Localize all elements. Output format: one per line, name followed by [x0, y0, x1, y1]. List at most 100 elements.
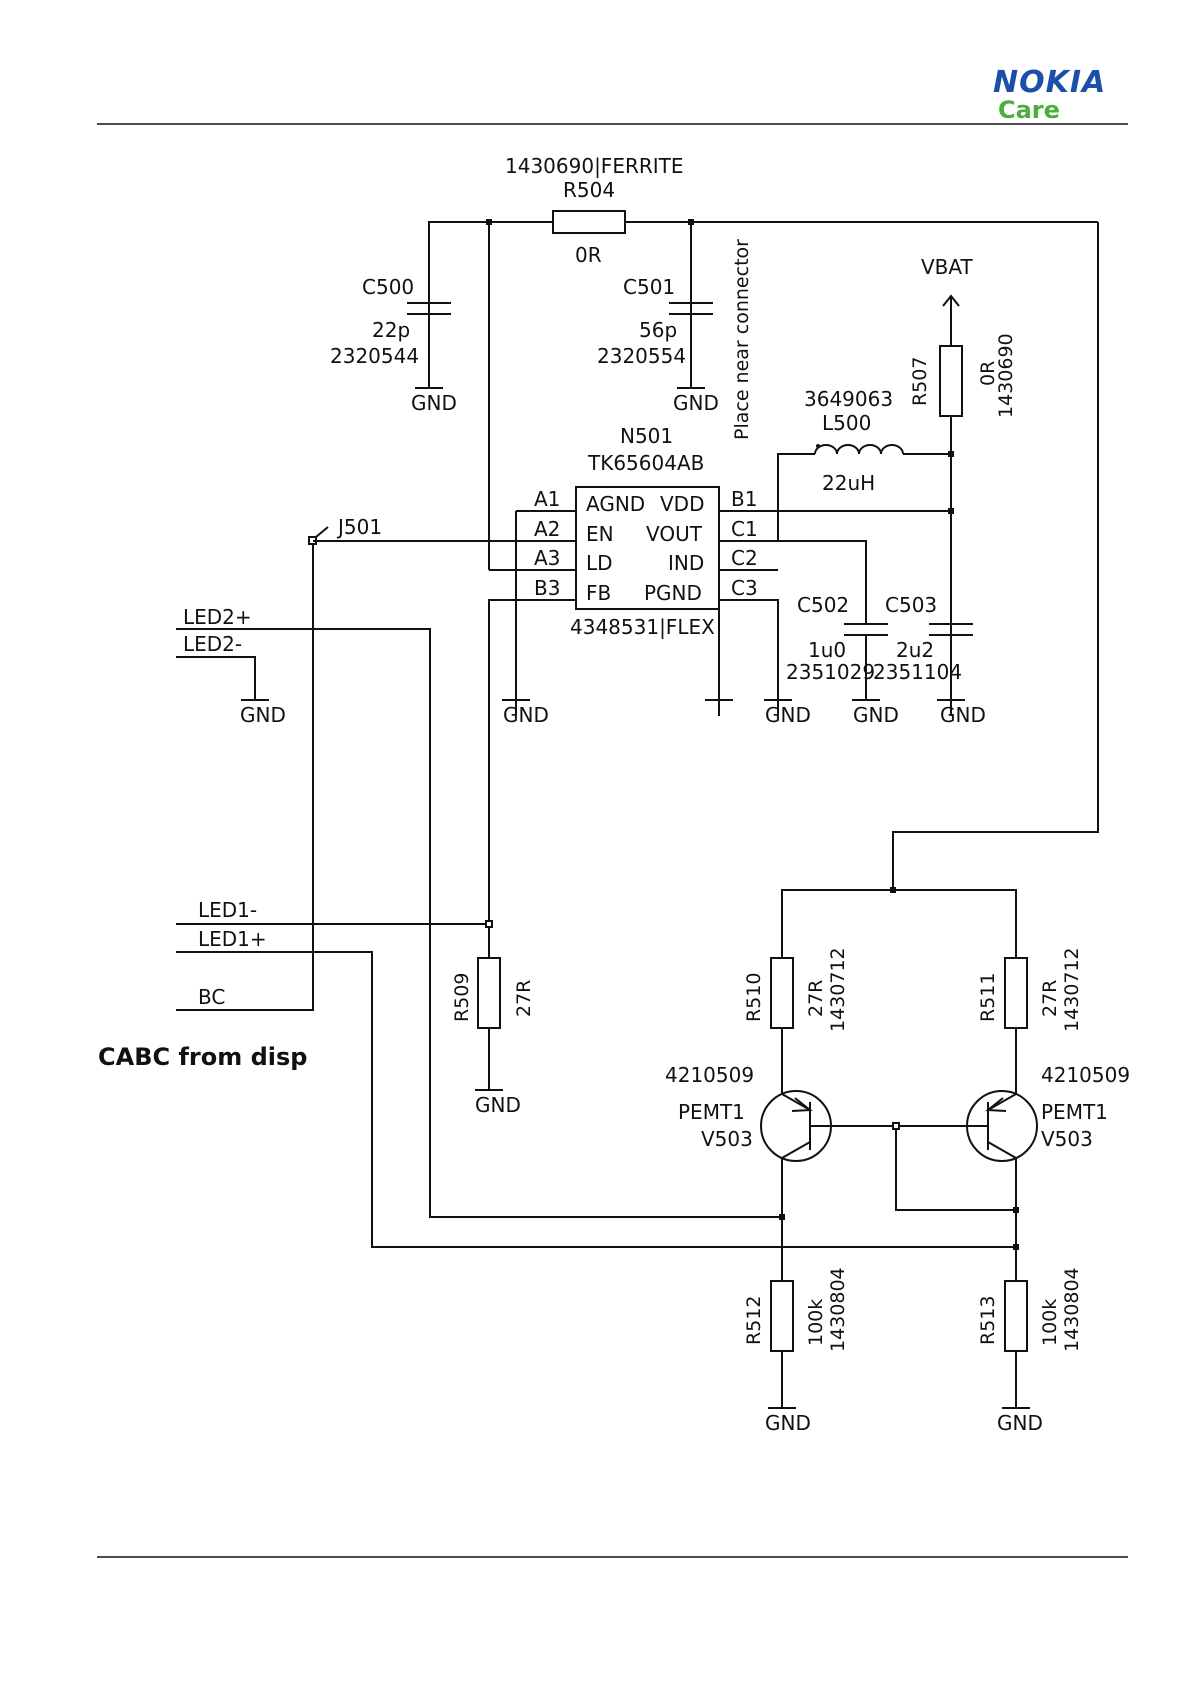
r512-value-label: 100k [805, 1299, 827, 1346]
pin-fb-name: FB [586, 581, 611, 605]
pin-vdd-name: VDD [660, 492, 704, 516]
junction-dots [485, 219, 1019, 1250]
r511-ref-label: R511 [977, 973, 999, 1022]
r507-part-label: 1430690 [995, 333, 1017, 418]
brand-logo: NOKIA [993, 65, 1106, 100]
n501-part-label: 4348531|FLEX [570, 615, 715, 639]
gnd-c503-label: GND [940, 703, 986, 727]
v503r-ref-label: V503 [1041, 1127, 1093, 1151]
capacitor-c502: C502 1u0 2351029 [786, 593, 888, 700]
r507-ref-label: R507 [909, 357, 931, 406]
r511-value-label: 27R [1039, 980, 1061, 1017]
v503r-part-label: 4210509 [1041, 1063, 1130, 1087]
pin-en-name: EN [586, 522, 614, 546]
pin-vout-name: VOUT [646, 522, 703, 546]
gnd-led2-label: GND [240, 703, 286, 727]
pin-a1-label: A1 [534, 487, 560, 511]
base-interconnect [831, 1122, 1016, 1211]
r512-part-label: 1430804 [827, 1267, 849, 1352]
resistor-r512: R512 100k 1430804 GND [743, 1267, 849, 1435]
inductor-l500: 3649063 L500 22uH [719, 387, 951, 542]
capacitor-c503: C503 2u2 2351104 [873, 593, 973, 700]
resistor-r511: R511 27R 1430712 [977, 947, 1083, 1094]
n501-ref-label: N501 [620, 424, 673, 448]
c502-ref-label: C502 [797, 593, 849, 617]
gnd-row: GND GND GND GND GND [240, 699, 986, 727]
v503l-ref-label: V503 [701, 1127, 753, 1151]
placement-note: Place near connector [731, 239, 753, 440]
net-led1p-label: LED1+ [198, 927, 267, 951]
r510-value-label: 27R [805, 980, 827, 1017]
l500-part-label: 3649063 [804, 387, 893, 411]
ic-n501: N501 TK65604AB 4348531|FLEX A1 A2 A3 B3 … [515, 424, 779, 639]
pin-c2-label: C2 [731, 546, 758, 570]
r511-part-label: 1430712 [1061, 947, 1083, 1032]
resistor-r504: 1430690|FERRITE R504 0R [505, 154, 684, 267]
pin-c3-label: C3 [731, 576, 758, 600]
c501-gnd-label: GND [673, 391, 719, 415]
pin-a3-label: A3 [534, 546, 560, 570]
pin-b1-label: B1 [731, 487, 757, 511]
v503l-type-label: PEMT1 [678, 1100, 745, 1124]
led-nets: LED2+ LED2- LED1- LED1+ BC CABC from dis… [98, 605, 1016, 1248]
c500-value-label: 22p [372, 318, 410, 342]
pin-pgnd-name: PGND [644, 581, 702, 605]
c502-value-label: 1u0 [808, 638, 846, 662]
c501-part-label: 2320554 [597, 344, 686, 368]
r513-part-label: 1430804 [1061, 1267, 1083, 1352]
c503-value-label: 2u2 [896, 638, 934, 662]
pin-ld-name: LD [586, 551, 613, 575]
c501-ref-label: C501 [623, 275, 675, 299]
gnd-ic-label: GND [503, 703, 549, 727]
c501-value-label: 56p [639, 318, 677, 342]
transistor-v503-right: 4210509 PEMT1 V503 [966, 1063, 1130, 1281]
top-rail-wires [428, 221, 1099, 890]
gnd-c502-label: GND [853, 703, 899, 727]
r512-gnd-label: GND [765, 1411, 811, 1435]
r504-value-label: 0R [575, 243, 602, 267]
pin-b3-label: B3 [534, 576, 560, 600]
pin-c1-label: C1 [731, 517, 758, 541]
transistor-supply [781, 889, 1017, 958]
r509-value-label: 27R [513, 980, 535, 1017]
resistor-r509: R509 27R GND [451, 957, 535, 1117]
capacitor-c501: C501 56p 2320554 GND [597, 275, 719, 415]
resistor-r513: R513 100k 1430804 GND [977, 1267, 1083, 1435]
brand-sub-logo: Care [998, 96, 1060, 124]
r509-ref-label: R509 [451, 973, 473, 1022]
c500-part-label: 2320544 [330, 344, 419, 368]
pin-agnd-name: AGND [586, 492, 645, 516]
v503l-part-label: 4210509 [665, 1063, 754, 1087]
c503-ref-label: C503 [885, 593, 937, 617]
v503r-type-label: PEMT1 [1041, 1100, 1108, 1124]
cabc-label: CABC from disp [98, 1043, 307, 1071]
r513-value-label: 100k [1039, 1299, 1061, 1346]
r507-value-label: 0R [977, 361, 999, 386]
net-led2m-label: LED2- [183, 632, 242, 656]
r510-ref-label: R510 [743, 973, 765, 1022]
net-led1m-label: LED1- [198, 898, 257, 922]
r513-gnd-label: GND [997, 1411, 1043, 1435]
c502-part-label: 2351029 [786, 660, 875, 684]
r504-part-label: 1430690|FERRITE [505, 154, 684, 178]
r504-ref-label: R504 [563, 178, 615, 202]
r510-part-label: 1430712 [827, 947, 849, 1032]
r512-ref-label: R512 [743, 1296, 765, 1345]
c500-ref-label: C500 [362, 275, 414, 299]
j501-test-point: J501 [176, 515, 516, 1011]
j501-label: J501 [336, 515, 382, 539]
pin-ind-name: IND [668, 551, 704, 575]
c503-part-label: 2351104 [873, 660, 962, 684]
pin-a2-label: A2 [534, 517, 560, 541]
net-led2p-label: LED2+ [183, 605, 252, 629]
vbat-label: VBAT [921, 255, 974, 279]
gnd-pgnd-label: GND [765, 703, 811, 727]
c500-gnd-label: GND [411, 391, 457, 415]
l500-value-label: 22uH [822, 471, 875, 495]
transistor-v503-left: 4210509 PEMT1 V503 [665, 1063, 832, 1281]
capacitor-c500: C500 22p 2320544 GND [330, 275, 457, 415]
r509-gnd-label: GND [475, 1093, 521, 1117]
n501-name-label: TK65604AB [587, 451, 704, 475]
